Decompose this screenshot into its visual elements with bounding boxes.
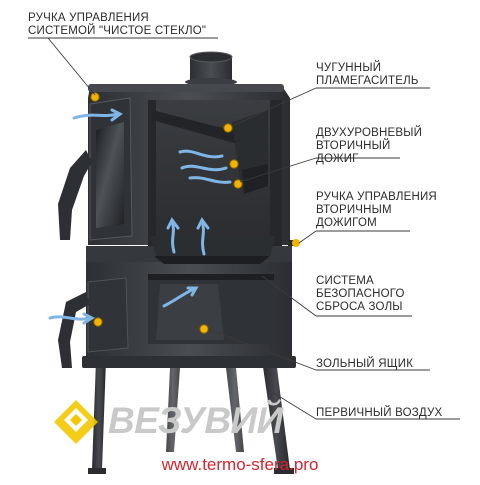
callout-primary-air: ПЕРВИЧНЫЙ ВОЗДУХ	[316, 407, 443, 419]
yellow-dot-icon	[90, 92, 100, 102]
airflow-arrow-icon	[48, 315, 92, 321]
yellow-dot-icon	[199, 324, 209, 334]
callout-ash-system: СИСТЕМА БЕЗОПАСНОГО СБРОСА ЗОЛЫ	[316, 275, 405, 313]
yellow-dot-icon	[229, 159, 239, 169]
yellow-dot-icon	[223, 123, 233, 133]
brand-name: ВЕЗУВИЙ	[108, 400, 283, 441]
yellow-dot-icon	[93, 317, 103, 327]
firebox-cutaway	[148, 100, 282, 344]
yellow-dot-icon	[233, 179, 243, 189]
callout-secondary-burn: ДВУХУРОВНЕВЫЙ ВТОРИЧНЫЙ ДОЖИГ	[316, 127, 423, 165]
secondary-air-handle	[288, 239, 300, 247]
stove-legs	[88, 360, 294, 474]
airflow-arrow-icon	[178, 149, 224, 159]
airflow-arrows	[48, 108, 232, 325]
callout-cast-iron-baffle: ЧУГУННЫЙ ПЛАМЕГАСИТЕЛЬ	[316, 62, 419, 87]
glass-door	[58, 97, 133, 368]
airflow-arrow-icon	[170, 220, 176, 254]
leader-lines	[28, 37, 460, 420]
vesuvius-logo-icon	[54, 400, 98, 444]
callout-ash-box: ЗОЛЬНЫЙ ЯЩИК	[316, 358, 414, 370]
flue-collar	[185, 51, 237, 86]
airflow-arrow-icon	[72, 112, 120, 120]
website-link[interactable]: www.termo-sfera.pro	[161, 455, 319, 474]
markers	[90, 92, 243, 334]
callout-clean-glass-handle: РУЧКА УПРАВЛЕНИЯ СИСТЕМОЙ "ЧИСТОЕ СТЕКЛО…	[28, 12, 207, 37]
callout-secondary-handle: РУЧКА УПРАВЛЕНИЯ ВТОРИЧНЫМ ДОЖИГОМ	[316, 191, 437, 229]
